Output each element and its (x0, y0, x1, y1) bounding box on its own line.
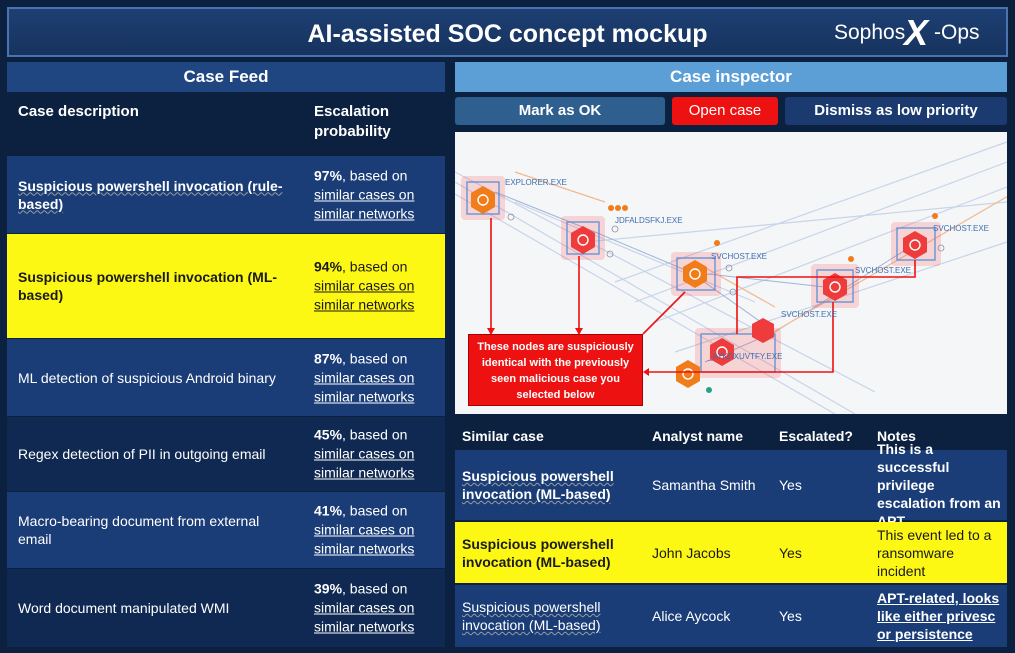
analyst-name: Alice Aycock (652, 608, 731, 624)
probability-based: , based on (342, 580, 408, 597)
similar-case-name-text: Suspicious powershell invocation (ML-bas… (462, 599, 601, 633)
similar-networks-link[interactable]: similar networks (314, 464, 415, 481)
probability-pct: 97% (314, 167, 343, 183)
escalated-value: Yes (779, 477, 802, 493)
col-similar-case: Similar case (462, 428, 544, 444)
probability-pct: 87% (314, 350, 343, 366)
escalation-probability: 41%, based on similar cases on similar n… (314, 502, 439, 559)
case-description: Suspicious powershell invocation (ML-bas… (18, 269, 278, 303)
similar-case-name-text: Suspicious powershell invocation (ML-bas… (462, 468, 614, 502)
similar-networks-link[interactable]: similar networks (314, 618, 415, 635)
title-bar: AI-assisted SOC concept mockup Sophos X … (7, 7, 1008, 57)
process-graph-canvas (455, 141, 1007, 414)
similar-case-name: Suspicious powershell invocation (ML-bas… (462, 598, 642, 634)
similar-cases-link[interactable]: similar cases on (314, 521, 415, 538)
node-label-svchost-2: SVCHOST.EXE (933, 224, 990, 233)
probability-pct: 45% (314, 426, 343, 443)
col-escalation-line-2: probability (314, 123, 391, 140)
case-row[interactable]: Macro-bearing document from external ema… (7, 492, 445, 568)
escalation-probability: 94%, based on similar cases on similar n… (314, 258, 439, 315)
case-description-text: Suspicious powershell invocation (rule-b… (18, 177, 283, 212)
case-description: Macro-bearing document from external ema… (18, 513, 260, 547)
case-feed-header: Case description Escalation probability (7, 96, 445, 154)
escalation-probability: 45%, based on similar cases on similar n… (314, 426, 439, 483)
case-description: Suspicious powershell invocation (rule-b… (18, 177, 288, 213)
probability-based: , based on (342, 350, 408, 366)
col-analyst-name: Analyst name (652, 428, 744, 444)
similar-case-row[interactable]: Suspicious powershell invocation (ML-bas… (455, 585, 1007, 647)
logo-text-right: -Ops (934, 21, 980, 44)
node-label-svchost-1: SVCHOST.EXE (711, 252, 768, 261)
page-title: AI-assisted SOC concept mockup (307, 20, 708, 48)
logo-x: X (904, 12, 929, 53)
node-label-explorer: EXPLORER.EXE (505, 178, 567, 187)
suspicious-nodes-callout: These nodes are suspiciously identical w… (468, 334, 643, 406)
similar-networks-link[interactable]: similar networks (314, 388, 415, 404)
col-notes: Notes (877, 428, 916, 444)
similar-cases-link[interactable]: similar cases on (314, 369, 415, 385)
escalation-probability: 39%, based on similar cases on similar n… (314, 580, 439, 637)
case-description: Word document manipulated WMI (18, 600, 230, 616)
escalation-probability: 87%, based on similar cases on similar n… (314, 349, 439, 406)
node-label-aykdxuvtfy: _AYKDXUVTFY.EXE (708, 352, 783, 361)
col-escalation-line-1: Escalation (314, 103, 390, 120)
col-escalation-probability: Escalation probability (314, 102, 391, 142)
probability-pct: 41% (314, 502, 343, 519)
node-label-svchost-3: SVCHOST.EXE (855, 266, 912, 275)
probability-based: , based on (342, 167, 408, 183)
node-label-svchost-4: SVCHOST.EXE (781, 310, 838, 319)
node-label-jdfaldsfkj: JDFALDSFKJ.EXE (615, 216, 683, 225)
similar-case-row[interactable]: Suspicious powershell invocation (ML-bas… (455, 441, 1007, 529)
similar-cases-link[interactable]: similar cases on (314, 445, 415, 462)
case-row[interactable]: Word document manipulated WMI 39%, based… (7, 569, 445, 647)
case-row-selected[interactable]: Suspicious powershell invocation (ML-bas… (7, 234, 445, 338)
similar-case-row-selected[interactable]: Suspicious powershell invocation (ML-bas… (455, 522, 1007, 583)
open-case-button[interactable]: Open case (672, 97, 778, 125)
notes: This event led to a ransomware incident (877, 526, 992, 579)
escalated-value: Yes (779, 608, 802, 624)
probability-based: , based on (342, 426, 408, 443)
sophos-xops-logo: Sophos X -Ops (834, 12, 994, 53)
similar-cases-link[interactable]: similar cases on (314, 186, 415, 202)
escalated-value: Yes (779, 544, 802, 561)
similar-cases-link[interactable]: similar cases on (314, 599, 415, 616)
similar-cases-header: Similar case Analyst name Escalated? Not… (455, 422, 1007, 450)
case-description: ML detection of suspicious Android binar… (18, 369, 276, 386)
probability-based: , based on (342, 258, 408, 275)
case-description: Regex detection of PII in outgoing email (18, 446, 266, 462)
analyst-name: Samantha Smith (652, 477, 756, 493)
escalation-probability: 97%, based on similar cases on similar n… (314, 166, 439, 223)
logo-text-left: Sophos (834, 21, 906, 44)
probability-pct: 94% (314, 258, 343, 275)
analyst-name: John Jacobs (652, 544, 731, 561)
process-graph[interactable]: EXPLORER.EXE JDFALDSFKJ.EXE SVCHOST.EXE … (455, 132, 1007, 414)
case-feed-title: Case Feed (7, 62, 445, 92)
similar-case-name: Suspicious powershell invocation (ML-bas… (462, 467, 642, 503)
dismiss-low-priority-button[interactable]: Dismiss as low priority (785, 97, 1007, 125)
case-row[interactable]: ML detection of suspicious Android binar… (7, 339, 445, 416)
notes: This is a successful privilege escalatio… (877, 441, 1001, 529)
probability-based: , based on (342, 502, 408, 519)
notes: APT-related, looks like either privesc o… (877, 590, 1000, 642)
similar-networks-link[interactable]: similar networks (314, 205, 415, 221)
similar-networks-link[interactable]: similar networks (314, 540, 415, 557)
similar-case-name: Suspicious powershell invocation (ML-bas… (462, 535, 614, 570)
mark-as-ok-button[interactable]: Mark as OK (455, 97, 665, 125)
probability-pct: 39% (314, 580, 343, 597)
col-escalated: Escalated? (779, 428, 853, 444)
case-row[interactable]: Suspicious powershell invocation (rule-b… (7, 156, 445, 233)
col-case-description: Case description (18, 103, 139, 120)
similar-networks-link[interactable]: similar networks (314, 296, 415, 313)
case-row[interactable]: Regex detection of PII in outgoing email… (7, 417, 445, 491)
case-inspector-title: Case inspector (455, 62, 1007, 92)
similar-cases-link[interactable]: similar cases on (314, 277, 415, 294)
